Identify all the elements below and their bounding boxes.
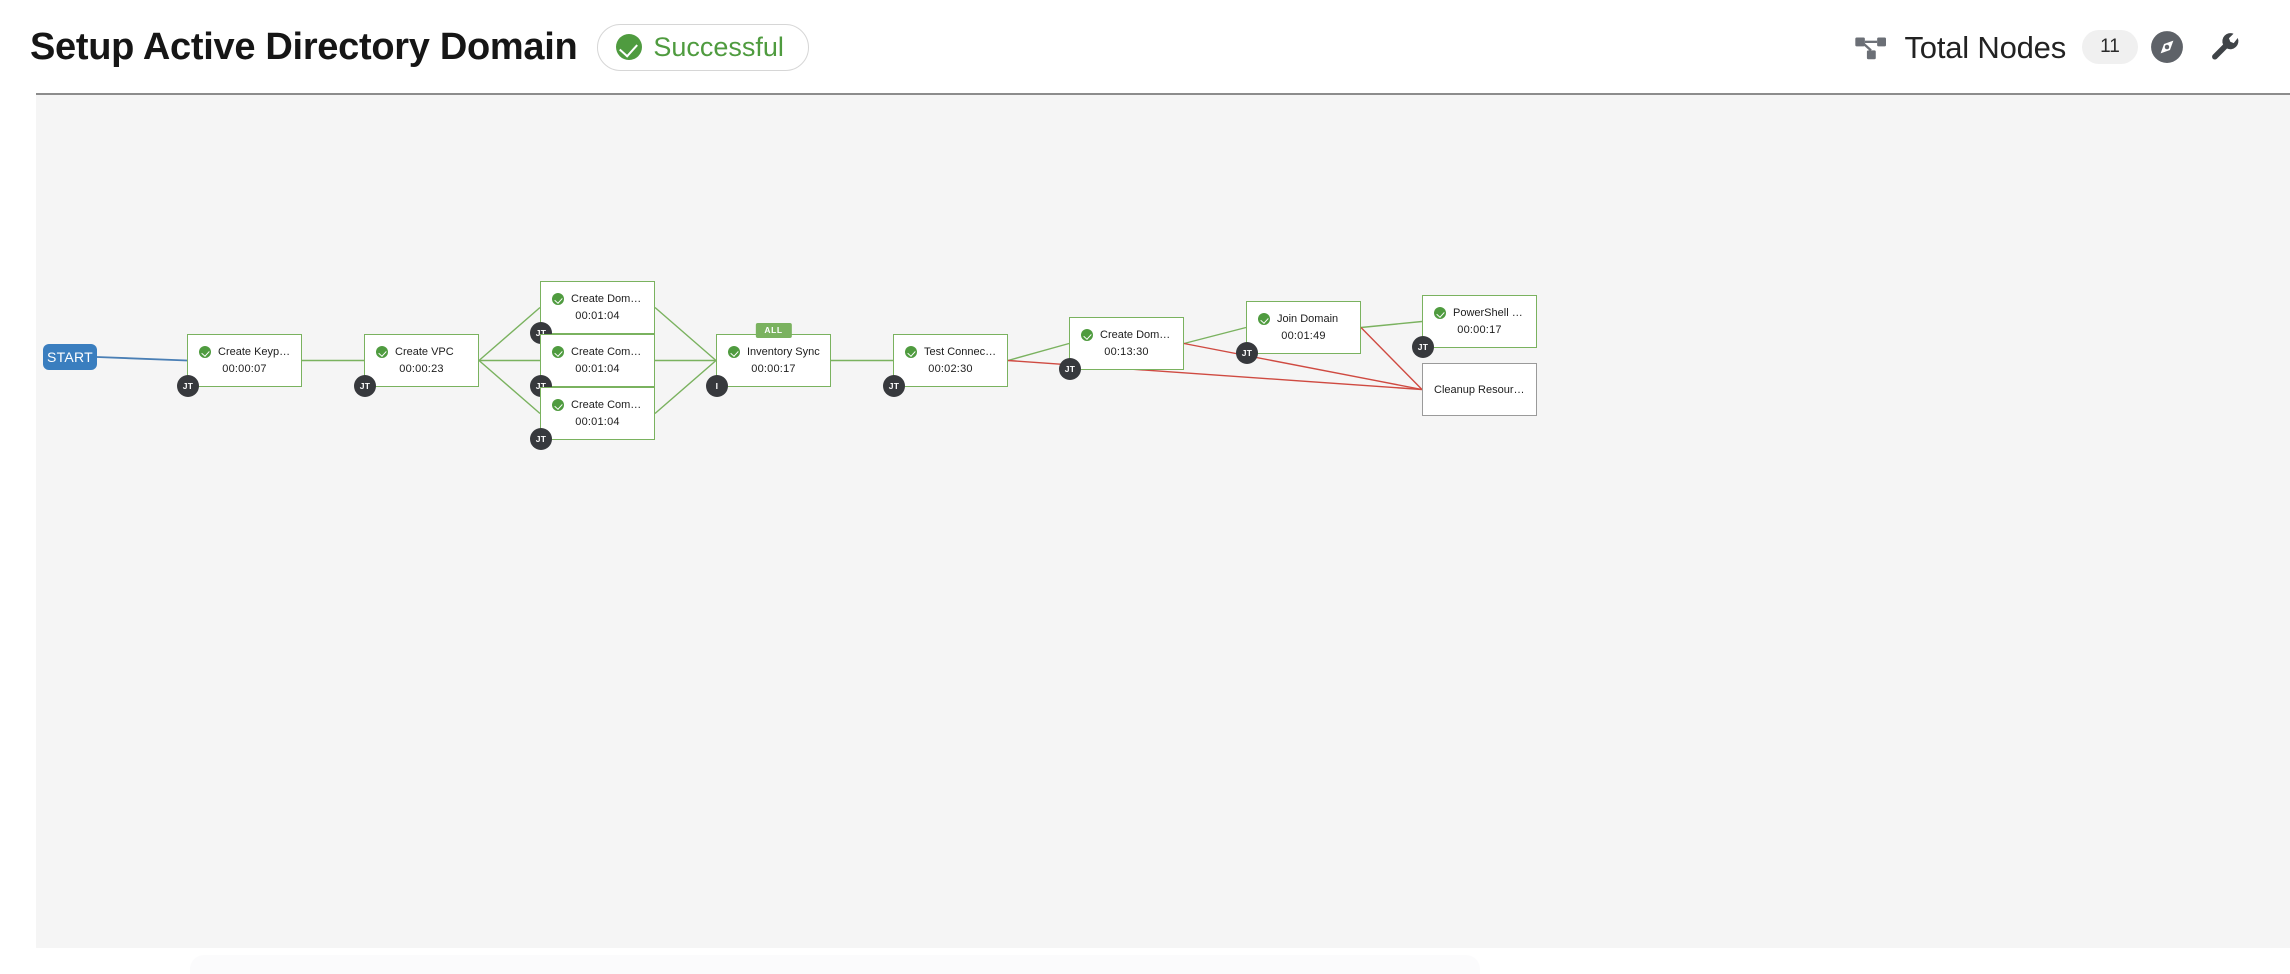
edge-create-vpc-to-create-computer-2: [478, 359, 541, 415]
node-owner-badge[interactable]: JT: [177, 375, 199, 397]
node-header-row: Create Computer (1): [541, 346, 654, 358]
node-duration: 00:02:30: [928, 363, 973, 375]
check-circle-icon: [376, 346, 388, 358]
compass-button[interactable]: [2138, 18, 2196, 76]
edge-join-domain-to-powershell-validation: [1360, 320, 1423, 329]
wrench-icon: [2208, 30, 2242, 64]
edge-create-computer-2-to-inventory-sync: [654, 359, 717, 415]
node-label: Create Keypair: [218, 346, 291, 358]
node-label: Create Computer (1): [571, 346, 644, 358]
node-duration: 00:00:17: [1457, 324, 1502, 336]
edge-create-domain-controller-to-inventory-sync: [654, 306, 717, 362]
workflow-node-cleanup-resources[interactable]: Cleanup Resources: [1422, 363, 1537, 416]
node-header-row: Join Domain: [1247, 313, 1360, 325]
check-circle-icon: [552, 346, 564, 358]
status-label: Successful: [653, 31, 784, 62]
total-nodes-label: Total Nodes: [1904, 29, 2066, 65]
edge-create-vpc-to-create-domain-controller: [478, 306, 541, 362]
node-owner-badge[interactable]: JT: [530, 428, 552, 450]
node-label: Create Domain Contr...: [571, 293, 644, 305]
node-label: Create Domain: [1100, 329, 1173, 341]
header-divider: [36, 93, 2290, 95]
node-owner-badge[interactable]: JT: [354, 375, 376, 397]
node-duration: 00:00:17: [751, 363, 796, 375]
check-circle-icon: [728, 346, 740, 358]
node-header-row: Create Computer (2): [541, 399, 654, 411]
node-header-row: PowerShell Validation: [1423, 307, 1536, 319]
node-label: Cleanup Resources: [1434, 383, 1526, 396]
node-label: Inventory Sync: [747, 346, 820, 358]
check-circle-icon: [199, 346, 211, 358]
node-label: Create VPC: [395, 346, 454, 358]
node-label: Create Computer (2): [571, 399, 644, 411]
node-header-row: Test Connectivity: [894, 346, 1007, 358]
node-duration: 00:01:04: [575, 416, 620, 428]
edge-test-connectivity-to-create-domain: [1007, 342, 1070, 362]
page-header: Setup Active Directory Domain Successful: [0, 0, 2290, 94]
check-circle-icon: [552, 399, 564, 411]
node-header-row: Create Domain Contr...: [541, 293, 654, 305]
node-duration: 00:01:04: [575, 310, 620, 322]
node-header-row: Inventory Sync: [717, 346, 830, 358]
node-owner-badge[interactable]: JT: [1412, 336, 1434, 358]
edge-create-domain-to-cleanup-resources: [1183, 342, 1423, 391]
node-duration: 00:00:23: [399, 363, 444, 375]
check-circle-icon: [616, 34, 643, 60]
node-owner-badge[interactable]: I: [706, 375, 728, 397]
node-duration: 00:01:49: [1281, 330, 1326, 342]
node-duration: 00:01:04: [575, 363, 620, 375]
bottom-panel-peek: [190, 955, 1480, 974]
edge-create-domain-to-join-domain: [1183, 326, 1247, 345]
node-label: Test Connectivity: [924, 346, 997, 358]
page-title: Setup Active Directory Domain: [30, 26, 578, 68]
check-circle-icon: [905, 346, 917, 358]
check-circle-icon: [552, 293, 564, 305]
start-node-label: START: [46, 349, 94, 365]
node-header-row: Create Domain: [1070, 329, 1183, 341]
node-label: Join Domain: [1277, 313, 1339, 325]
header-left-group: Setup Active Directory Domain Successful: [30, 23, 809, 71]
node-label: PowerShell Validation: [1453, 307, 1526, 319]
sitemap-icon: [1854, 32, 1888, 62]
header-right-group: Total Nodes 11: [1854, 18, 2254, 76]
edge-join-domain-to-cleanup-resources: [1360, 327, 1423, 390]
node-owner-badge[interactable]: JT: [883, 375, 905, 397]
node-tag-badge: ALL: [755, 323, 792, 338]
settings-wrench-button[interactable]: [2196, 18, 2254, 76]
node-duration: 00:13:30: [1104, 346, 1149, 358]
total-nodes-group: Total Nodes 11: [1854, 30, 2138, 64]
node-duration: 00:00:07: [222, 363, 267, 375]
total-nodes-count-badge: 11: [2082, 30, 2138, 64]
check-circle-icon: [1434, 307, 1446, 319]
compass-icon: [2150, 30, 2184, 64]
check-circle-icon: [1081, 329, 1093, 341]
node-header-row: Cleanup Resources: [1423, 384, 1536, 396]
node-owner-badge[interactable]: JT: [1059, 358, 1081, 380]
node-header-row: Create VPC: [365, 346, 478, 358]
start-node[interactable]: START: [43, 344, 97, 370]
node-owner-badge[interactable]: JT: [1236, 342, 1258, 364]
check-circle-icon: [1258, 313, 1270, 325]
status-badge: Successful: [597, 23, 809, 71]
node-header-row: Create Keypair: [188, 346, 301, 358]
edge-start-to-create-keypair: [96, 356, 188, 362]
